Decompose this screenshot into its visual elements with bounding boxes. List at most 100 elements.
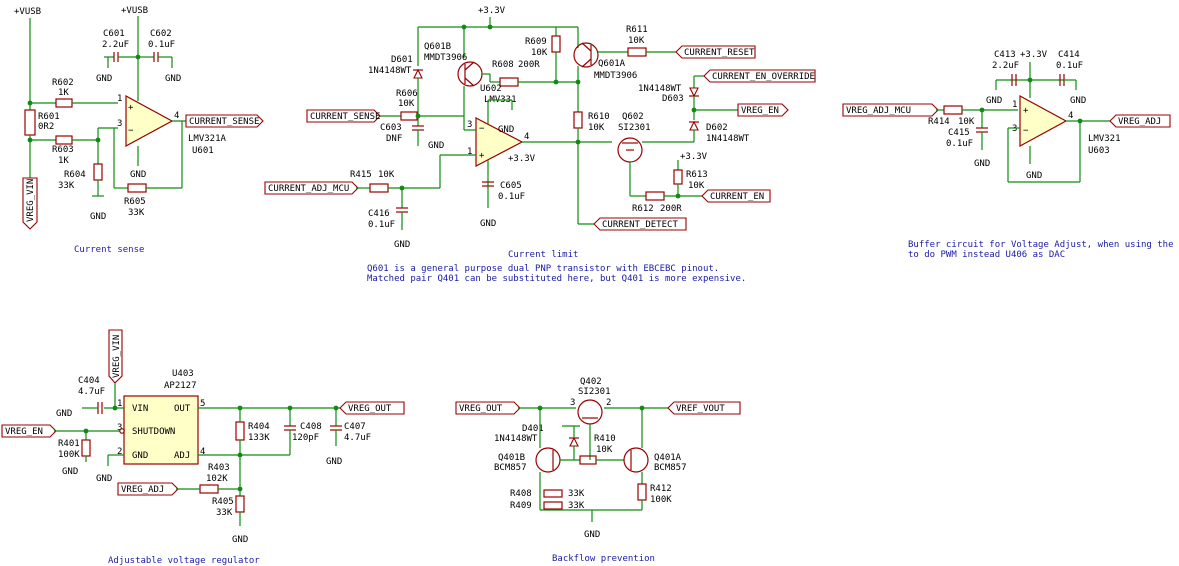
Q401B-transistor <box>535 447 561 473</box>
C603-ref: C603 <box>380 123 402 133</box>
R410-resistor <box>579 455 597 465</box>
D401-value: 1N4148WT <box>494 434 538 444</box>
U602-pin3: 3 <box>467 120 472 130</box>
current-sense-label-1: CURRENT_SENSE <box>189 117 259 127</box>
U603-opamp <box>1019 94 1068 148</box>
R414-ref: R414 <box>928 117 950 127</box>
C415-ref: C415 <box>948 128 970 138</box>
C407-ref: C407 <box>344 422 366 432</box>
current-adj-mcu-label-shape <box>264 181 359 195</box>
Q401B-value: BCM857 <box>494 463 527 473</box>
R603-value: 1K <box>58 156 69 166</box>
gnd-c416: GND <box>394 240 410 250</box>
gnd-u602: GND <box>498 125 514 135</box>
R401-ref: R401 <box>58 439 80 449</box>
C602-ref: C602 <box>150 29 172 39</box>
vreg-adj-mcu-label: VREG_ADJ_MCU <box>846 106 911 116</box>
R410-value: 10K <box>596 445 613 455</box>
R612-value: 200R <box>660 204 682 214</box>
vreg-out-label-2: VREG_OUT <box>459 404 503 414</box>
R613-value: 10K <box>688 181 705 191</box>
D603-diode <box>689 87 699 98</box>
current-en-override-label: CURRENT_EN_OVERRIDE <box>712 72 815 82</box>
Q402-mosfet <box>577 399 603 425</box>
gnd-c605: GND <box>480 219 496 229</box>
R405-value: 33K <box>216 508 233 518</box>
C404-ref: C404 <box>78 376 100 386</box>
R415-ref: R415 <box>350 170 372 180</box>
Q601B-ref: Q601B <box>424 42 451 52</box>
Q401A-ref: Q401A <box>654 453 682 463</box>
R601-ref: R601 <box>38 112 60 122</box>
D603-value: 1N4148WT <box>638 84 682 94</box>
vreg-out-label-shape-2 <box>455 401 521 415</box>
D601-value: 1N4148WT <box>368 66 412 76</box>
U601-minus: − <box>128 126 134 136</box>
U603-plus: + <box>1023 106 1029 116</box>
Q602-ref: Q602 <box>622 112 644 122</box>
current-sense-label-shape-1 <box>185 114 264 128</box>
current-sense-label-2: CURRENT_SENSE <box>310 112 380 122</box>
R613-resistor <box>673 169 683 185</box>
R412-value: 100K <box>650 495 672 505</box>
R608-resistor <box>499 77 519 87</box>
gnd-u403: GND <box>96 474 112 484</box>
Q601A-ref: Q601A <box>598 59 626 69</box>
C601-value: 2.2uF <box>102 40 129 50</box>
current-sense-block: +VUSB R601 0R2 VREG_VIN R602 1K R603 1K … <box>14 6 264 255</box>
vreg-en-label-shape-1 <box>737 103 789 117</box>
caption-vreg: Adjustable voltage regulator <box>108 556 260 566</box>
C416-value: 0.1uF <box>368 220 395 230</box>
U602-pin4: 4 <box>524 132 529 142</box>
caption-current-limit-note2: Matched pair Q401 can be substituted her… <box>367 274 746 284</box>
R408-value: 33K <box>568 489 585 499</box>
vreg-vin-label-1: VREG_VIN <box>26 179 36 222</box>
caption-current-sense: Current sense <box>74 245 144 255</box>
current-limit-block: +3.3V D601 1N4148WT R606 10K CURRENT_SEN… <box>264 6 816 284</box>
R613-ref: R613 <box>686 170 708 180</box>
R611-ref: R611 <box>626 25 648 35</box>
gnd-c407: GND <box>326 457 342 467</box>
Q402-ref: Q402 <box>580 377 602 387</box>
vreg-vin-label-2: VREG_VIN <box>112 335 122 378</box>
D602-ref: D602 <box>706 123 728 133</box>
U601-ref: LMV321A <box>188 134 227 144</box>
U403-pin2: 2 <box>117 447 122 457</box>
R606-ref: R606 <box>396 89 418 99</box>
R604-ref: R604 <box>64 170 86 180</box>
vreg-vin-label-shape-2 <box>108 329 123 384</box>
U603-ref: LMV321 <box>1088 134 1121 144</box>
current-sense-label-shape-2 <box>306 109 381 123</box>
v33-label-u602: +3.3V <box>508 154 536 164</box>
R605-resistor <box>127 183 147 193</box>
current-reset-label-shape <box>675 45 756 59</box>
D401-diode <box>569 436 579 447</box>
Q601B-value: MMDT3906 <box>424 53 467 63</box>
U601-pin4: 4 <box>174 111 179 121</box>
vreg-en-label-2: VREG_EN <box>5 427 43 437</box>
R604-value: 33K <box>58 181 75 191</box>
R408-ref: R408 <box>510 489 532 499</box>
R405-ref: R405 <box>212 497 234 507</box>
U603-pin4: 4 <box>1068 111 1073 121</box>
R602-ref: R602 <box>52 78 74 88</box>
vref-vout-label-shape <box>667 401 741 415</box>
R404-value: 133K <box>248 433 270 443</box>
C414-value: 0.1uF <box>1056 61 1083 71</box>
C414-ref: C414 <box>1058 50 1080 60</box>
vusb-label-1: +VUSB <box>14 7 41 17</box>
vreg-adj-label-shape-1 <box>1109 114 1171 128</box>
Q602-value: SI2301 <box>618 123 651 133</box>
gnd-u601: GND <box>130 170 146 180</box>
U603-pin3: 3 <box>1012 124 1017 134</box>
U602-comparator <box>475 117 524 167</box>
U602-pin1: 1 <box>467 147 472 157</box>
U601-pin1: 1 <box>117 94 122 104</box>
vreg-adj-label-2: VREG_ADJ <box>121 485 164 495</box>
voltage-regulator-block: VREG_VIN U403 AP2127 VIN OUT SHUTDOWN GN… <box>1 329 405 566</box>
R604-resistor <box>93 163 103 181</box>
gnd-c404: GND <box>56 409 72 419</box>
vreg-adj-label-1: VREG_ADJ <box>1118 117 1161 127</box>
U403-pin-adj: ADJ <box>174 451 190 461</box>
gnd-backflow: GND <box>584 530 600 540</box>
